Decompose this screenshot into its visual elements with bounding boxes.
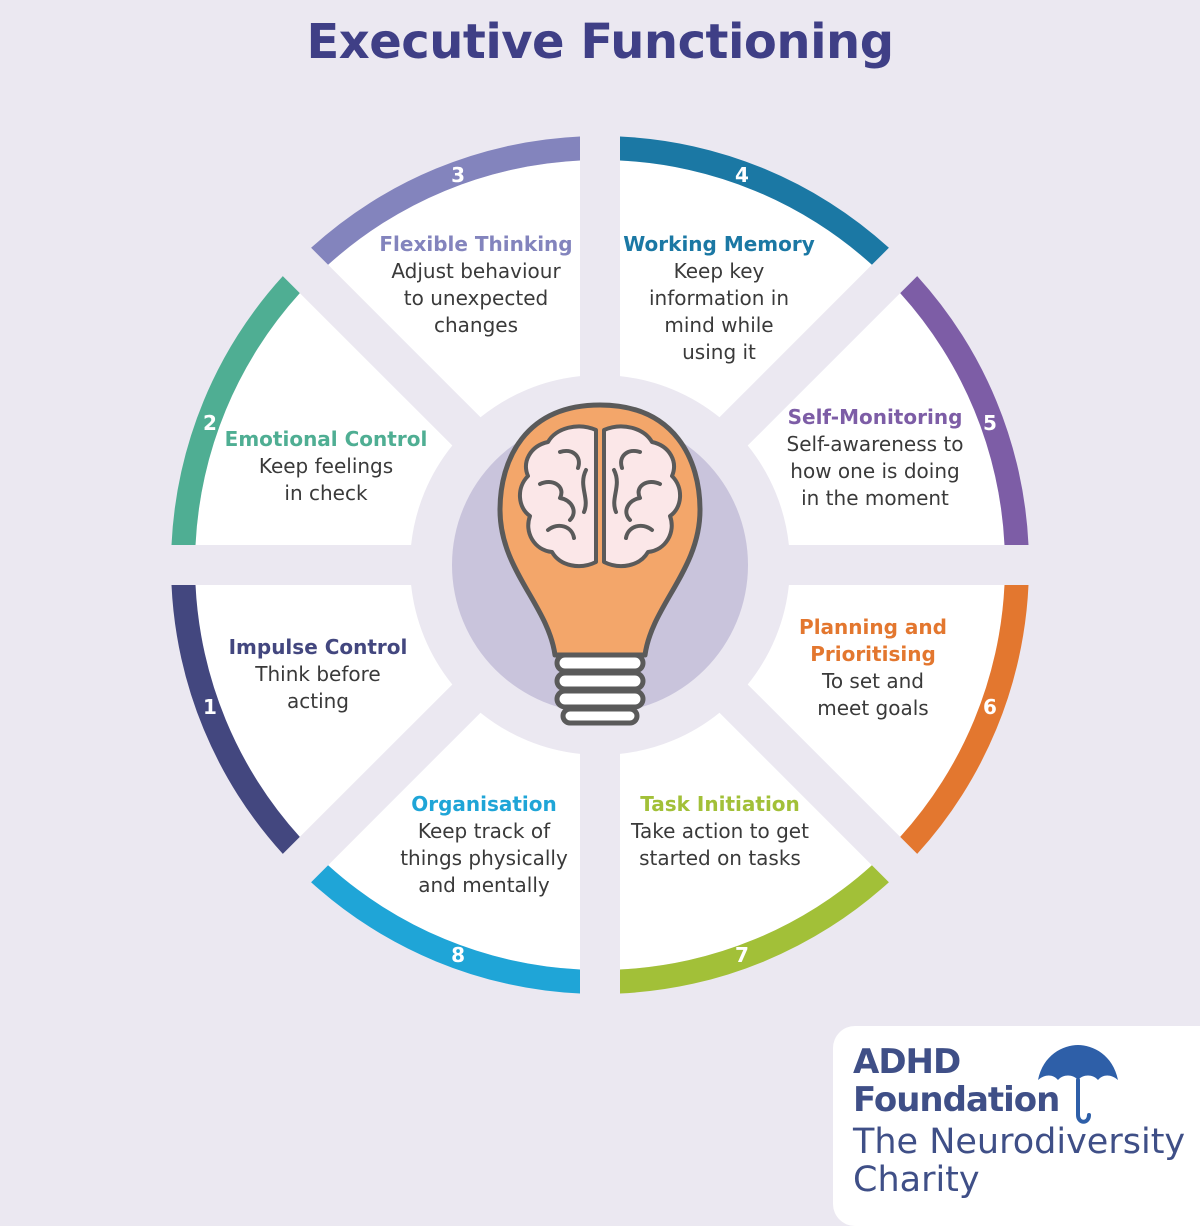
segment-description: Keep key bbox=[674, 259, 765, 283]
segment-title: Task Initiation bbox=[640, 792, 800, 816]
page-title: Executive Functioning bbox=[306, 14, 894, 70]
segment-title: Emotional Control bbox=[225, 427, 428, 451]
segment-description: mind while bbox=[664, 313, 773, 337]
umbrella-icon bbox=[1038, 1045, 1118, 1124]
segment-title: Organisation bbox=[411, 792, 557, 816]
segment-title: Self-Monitoring bbox=[788, 405, 963, 429]
segment-number: 8 bbox=[451, 943, 465, 967]
segment-rim bbox=[900, 585, 1029, 854]
segment-number: 5 bbox=[983, 411, 997, 435]
segment-title: Prioritising bbox=[810, 642, 936, 666]
segment-rim bbox=[171, 585, 300, 854]
logo-foundation-text: Foundation bbox=[853, 1080, 1060, 1120]
segment-wedge bbox=[328, 712, 580, 970]
logo-adhd-text: ADHD bbox=[853, 1042, 961, 1082]
segment-number: 6 bbox=[983, 695, 997, 719]
segment-description: and mentally bbox=[418, 873, 550, 897]
segment-description: Keep track of bbox=[418, 819, 551, 843]
segment-description: information in bbox=[649, 286, 789, 310]
segment-number: 4 bbox=[735, 163, 749, 187]
segment-description: Keep feelings bbox=[259, 454, 393, 478]
segment-description: using it bbox=[682, 340, 756, 364]
segment-rim bbox=[311, 136, 580, 265]
segment-number: 1 bbox=[203, 695, 217, 719]
segment-title: Planning and bbox=[799, 615, 947, 639]
segment-description: in check bbox=[284, 481, 368, 505]
segment-description: Adjust behaviour bbox=[391, 259, 561, 283]
segment-wedge bbox=[620, 712, 872, 970]
segment-description: how one is doing bbox=[790, 459, 959, 483]
segment-number: 2 bbox=[203, 411, 217, 435]
segment-title: Flexible Thinking bbox=[379, 232, 572, 256]
segment-wedge bbox=[328, 160, 580, 418]
segment-rim bbox=[620, 136, 889, 265]
segment-wedge bbox=[747, 585, 1005, 837]
segment-description: started on tasks bbox=[639, 846, 801, 870]
segment-wedge bbox=[195, 585, 453, 837]
segment-rim bbox=[171, 276, 300, 545]
logo-tagline-line2: Charity bbox=[853, 1160, 980, 1200]
segment-description: things physically bbox=[400, 846, 568, 870]
segment-description: To set and bbox=[821, 669, 924, 693]
segment-wedge bbox=[747, 293, 1005, 545]
segment-description: meet goals bbox=[817, 696, 928, 720]
segment-wedge bbox=[195, 293, 453, 545]
adhd-foundation-logo: ADHD Foundation The Neurodiversity Chari… bbox=[833, 1026, 1200, 1226]
lightbulb-brain-icon bbox=[497, 402, 703, 726]
segment-description: in the moment bbox=[801, 486, 949, 510]
logo-tagline-line1: The Neurodiversity bbox=[853, 1122, 1186, 1162]
segment-description: Take action to get bbox=[630, 819, 809, 843]
segment-title: Impulse Control bbox=[229, 635, 408, 659]
segment-wedge bbox=[620, 160, 872, 418]
segment-title: Working Memory bbox=[623, 232, 815, 256]
segment-description: to unexpected bbox=[404, 286, 548, 310]
segment-description: Think before bbox=[254, 662, 380, 686]
segment-description: changes bbox=[434, 313, 518, 337]
segment-rim bbox=[620, 865, 889, 994]
segment-description: Self-awareness to bbox=[787, 432, 964, 456]
brain-icon bbox=[518, 424, 682, 569]
segment-number: 3 bbox=[451, 163, 465, 187]
segment-number: 7 bbox=[735, 943, 749, 967]
segment-rim bbox=[900, 276, 1029, 545]
segment-rim bbox=[311, 865, 580, 994]
segment-description: acting bbox=[287, 689, 349, 713]
